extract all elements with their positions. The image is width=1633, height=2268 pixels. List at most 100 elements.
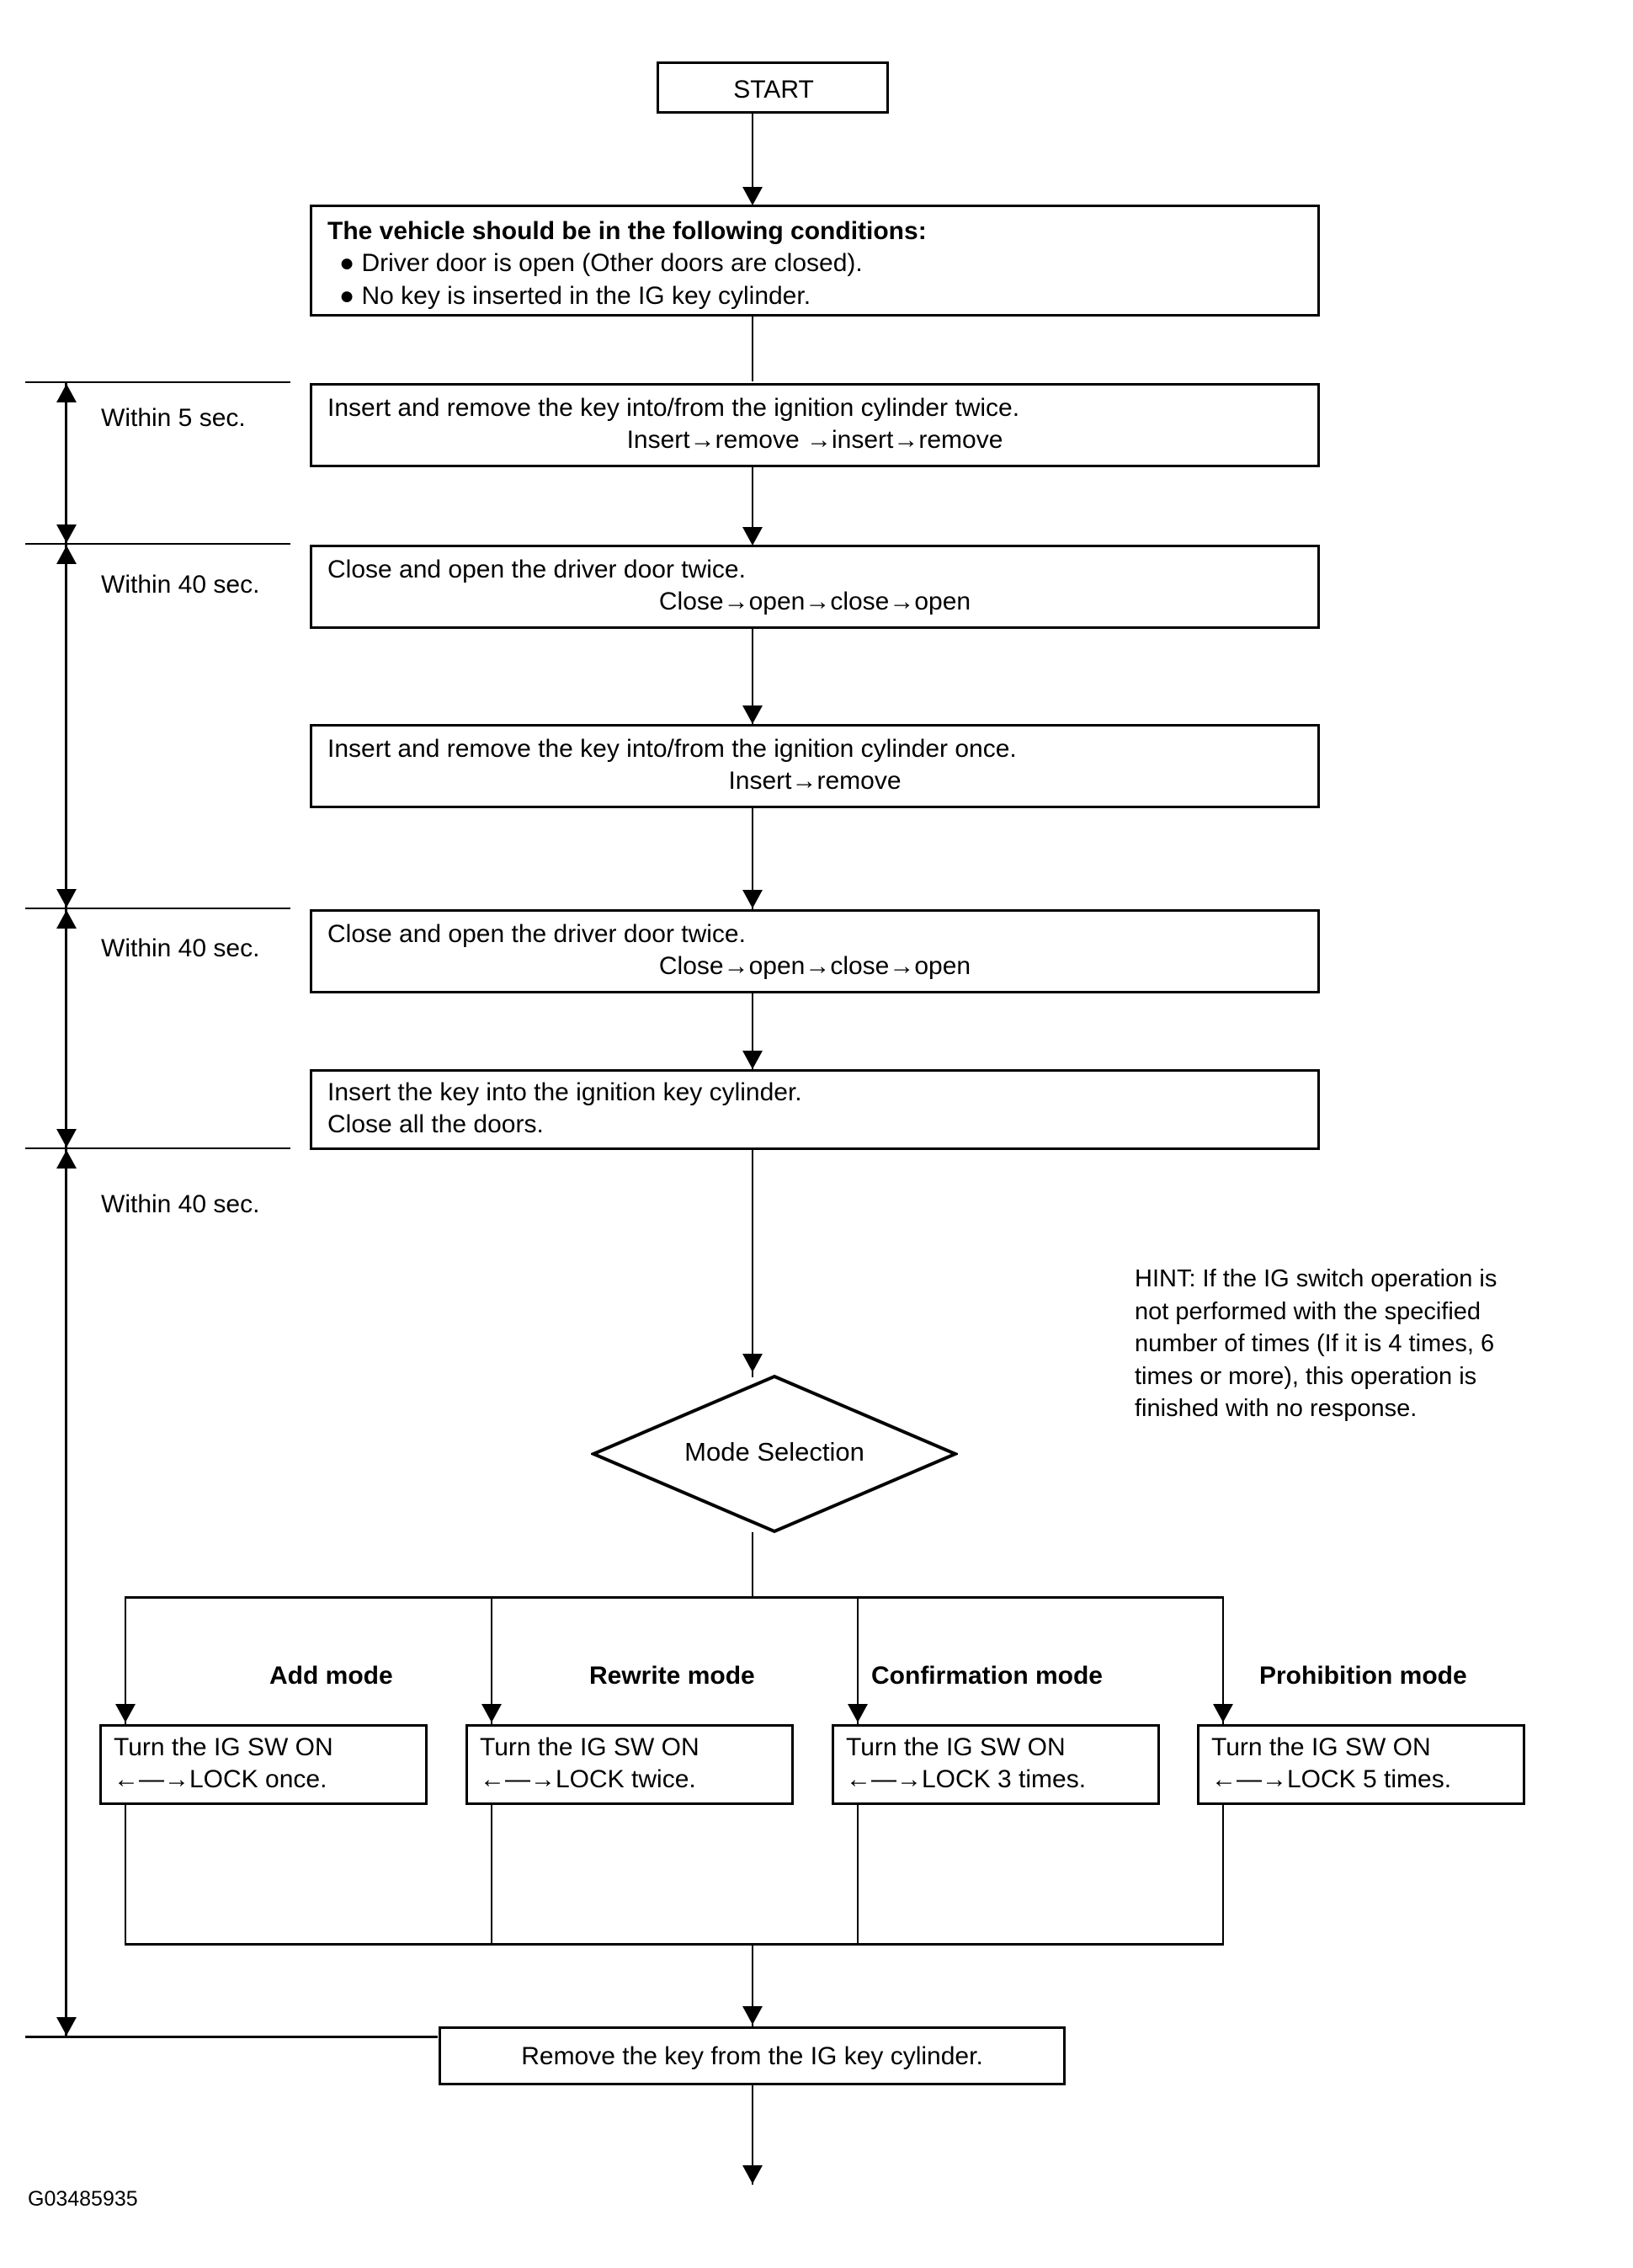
mode-title-confirmation: Confirmation mode (871, 1662, 1103, 1690)
step3-line2: Insert→remove (728, 767, 902, 796)
arrowhead-final (742, 2006, 763, 2025)
final-label: Remove the key from the IG key cylinder. (521, 2042, 983, 2070)
hint-line-5: finished with no response. (1135, 1395, 1418, 1423)
timing-arrow-down-2 (56, 524, 77, 543)
conditions-bullet-1: ● Driver door is open (Other doors are c… (339, 249, 863, 278)
mode-rewrite-line1: Turn the IG SW ON (480, 1733, 699, 1761)
timing-spine (65, 383, 67, 2036)
arrowhead-step3 (742, 705, 763, 724)
branch-drop-rewrite (491, 1596, 492, 1725)
hint-line-1: HINT: If the IG switch operation is (1135, 1265, 1497, 1292)
arrowhead-step4 (742, 890, 763, 908)
arrowhead-conditions (742, 187, 763, 205)
timing-tick-4 (25, 1147, 290, 1149)
node-step2: Close and open the driver door twice. Cl… (310, 545, 1320, 629)
step1-line1: Insert and remove the key into/from the … (327, 394, 1020, 422)
node-mode-prohibition: Turn the IG SW ON ←—→LOCK 5 times. (1197, 1724, 1525, 1805)
hint-line-4: times or more), this operation is (1135, 1362, 1477, 1390)
node-mode-add: Turn the IG SW ON ←—→LOCK once. (99, 1724, 428, 1805)
node-step3: Insert and remove the key into/from the … (310, 724, 1320, 808)
step4-line2: Close→open→close→open (658, 952, 971, 981)
merge-riser-confirmation (857, 1805, 859, 1945)
connector-merge-to-final (752, 1943, 753, 2036)
mode-title-add: Add mode (269, 1662, 393, 1690)
node-step4: Close and open the driver door twice. Cl… (310, 909, 1320, 993)
arrowhead-decision (742, 1354, 763, 1372)
arrowhead-step2 (742, 527, 763, 546)
step3-line1: Insert and remove the key into/from the … (327, 735, 1017, 763)
connector-step5-to-decision (752, 1150, 753, 1377)
mode-add-line1: Turn the IG SW ON (114, 1733, 333, 1761)
node-start: START (657, 61, 889, 114)
connector-step4-to-step5 (752, 993, 753, 1082)
timing-arrow-down-4 (56, 1129, 77, 1147)
mode-title-rewrite: Rewrite mode (589, 1662, 755, 1690)
arrowhead-step5 (742, 1051, 763, 1069)
mode-prohibition-line2: ←—→LOCK 5 times. (1211, 1765, 1452, 1794)
timing-arrow-down-3 (56, 889, 77, 908)
timing-arrow-up-3 (56, 910, 77, 929)
arrowhead-prohibition-mode (1213, 1704, 1233, 1722)
branch-drop-add (125, 1596, 126, 1725)
branch-bus-top (125, 1596, 1223, 1599)
conditions-bullet-2: ● No key is inserted in the IG key cylin… (339, 281, 811, 310)
merge-riser-rewrite (491, 1805, 492, 1945)
arrowhead-rewrite-mode (481, 1704, 502, 1722)
connector-step1-to-step2 (752, 467, 753, 543)
timing-arrow-down-5 (56, 2017, 77, 2036)
merge-riser-prohibition (1222, 1805, 1224, 1945)
mode-confirmation-line2: ←—→LOCK 3 times. (846, 1765, 1087, 1794)
arrowhead-add-mode (115, 1704, 136, 1722)
timing-arrow-up-1 (56, 384, 77, 402)
mode-add-line2: ←—→LOCK once. (114, 1765, 327, 1794)
timing-label-3: Within 40 sec. (101, 934, 260, 962)
timing-label-2: Within 40 sec. (101, 571, 260, 599)
arrowhead-exit (742, 2165, 763, 2184)
node-decision: Mode Selection (591, 1374, 958, 1534)
step5-line2: Close all the doors. (327, 1110, 544, 1139)
mode-prohibition-line1: Turn the IG SW ON (1211, 1733, 1431, 1761)
decision-label: Mode Selection (684, 1437, 864, 1467)
mode-rewrite-line2: ←—→LOCK twice. (480, 1765, 696, 1794)
node-conditions: The vehicle should be in the following c… (310, 205, 1320, 317)
conditions-bullet-2-text: No key is inserted in the IG key cylinde… (361, 281, 811, 310)
connector-start-to-conditions (752, 114, 753, 202)
timing-arrow-up-4 (56, 1150, 77, 1169)
merge-bus-bottom (125, 1943, 1224, 1946)
timing-tick-3 (25, 908, 290, 909)
timing-tick-1 (25, 381, 290, 383)
branch-drop-confirmation (857, 1596, 859, 1725)
connector-step2-to-step3 (752, 629, 753, 730)
conditions-bullet-1-text: Driver door is open (Other doors are clo… (361, 249, 863, 278)
connector-conditions-to-step1 (752, 317, 753, 381)
mode-title-prohibition: Prohibition mode (1259, 1662, 1467, 1690)
connector-step3-to-step4 (752, 808, 753, 909)
conditions-heading: The vehicle should be in the following c… (327, 217, 927, 245)
step5-line1: Insert the key into the ignition key cyl… (327, 1078, 802, 1106)
diamond-shape (591, 1374, 958, 1534)
figure-id: G03485935 (28, 2187, 138, 2211)
timing-label-4: Within 40 sec. (101, 1190, 260, 1218)
node-step1: Insert and remove the key into/from the … (310, 383, 1320, 467)
step2-line1: Close and open the driver door twice. (327, 556, 746, 583)
node-mode-rewrite: Turn the IG SW ON ←—→LOCK twice. (465, 1724, 794, 1805)
arrowhead-confirmation-mode (848, 1704, 868, 1722)
branch-drop-prohibition (1222, 1596, 1224, 1725)
timing-label-1: Within 5 sec. (101, 404, 246, 432)
hint-line-2: not performed with the specified (1135, 1297, 1481, 1325)
node-final: Remove the key from the IG key cylinder. (439, 2026, 1066, 2085)
merge-riser-add (125, 1805, 126, 1945)
node-step5: Insert the key into the ignition key cyl… (310, 1069, 1320, 1150)
connector-final-exit (752, 2085, 753, 2185)
timing-tick-5 (25, 2036, 438, 2038)
step1-line2: Insert→remove →insert→remove (626, 426, 1003, 455)
timing-tick-2 (25, 543, 290, 545)
timing-arrow-up-2 (56, 546, 77, 564)
connector-decision-to-bus (752, 1532, 753, 1598)
step4-line1: Close and open the driver door twice. (327, 920, 746, 948)
step2-line2: Close→open→close→open (658, 588, 971, 616)
hint-line-3: number of times (If it is 4 times, 6 (1135, 1330, 1495, 1358)
start-label: START (733, 76, 814, 104)
hint-text: HINT: If the IG switch operation is not … (1135, 1263, 1539, 1425)
